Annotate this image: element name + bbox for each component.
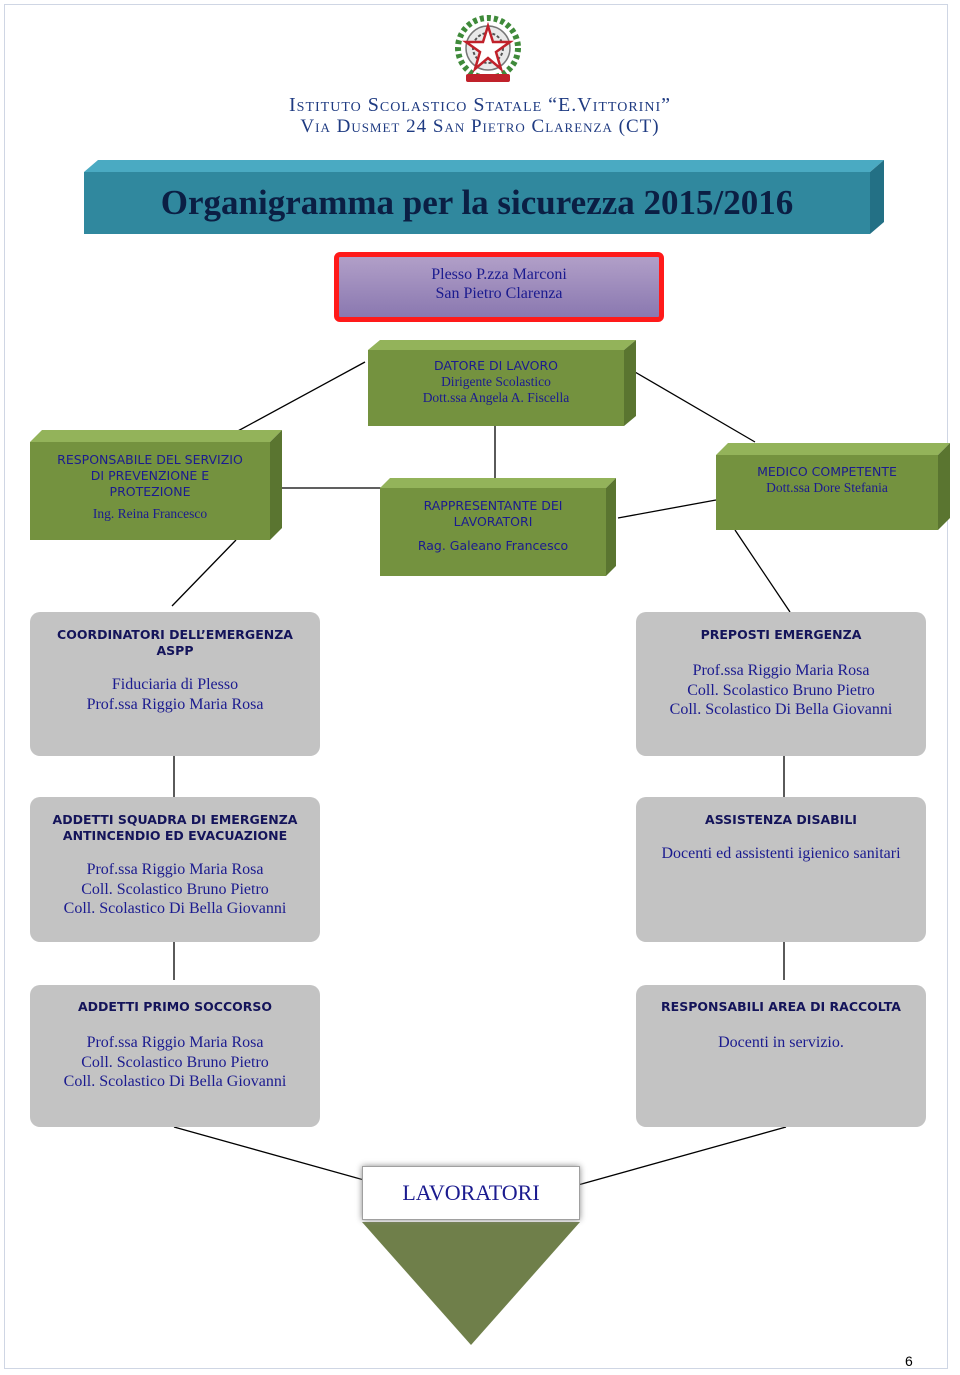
line-rls-medico	[617, 499, 717, 519]
rspp-name: Ing. Reina Francesco	[92, 506, 208, 521]
coordinatori-sub: ASPP	[156, 643, 194, 658]
preposti-name-2: Coll. Scolastico Bruno Pietro	[687, 681, 875, 699]
preposti-title: PREPOSTI EMERGENZA	[700, 627, 862, 642]
rls-box: RAPPRESENTANTE DEI LAVORATORI Rag. Galea…	[380, 488, 606, 576]
datore-role: Dirigente Scolastico	[441, 374, 551, 389]
line-datore-medico	[634, 371, 756, 443]
lavoratori-box: LAVORATORI	[362, 1166, 580, 1220]
rls-title-2: LAVORATORI	[453, 514, 533, 529]
squadra-name-1: Prof.ssa Riggio Maria Rosa	[86, 861, 264, 878]
plesso-line1: Plesso P.zza Marconi	[431, 266, 567, 283]
preposti-box: PREPOSTI EMERGENZA Prof.ssa Riggio Maria…	[636, 612, 926, 756]
rspp-box: RESPONSABILE DEL SERVIZIO DI PREVENZIONE…	[30, 442, 270, 540]
rls-title-1: RAPPRESENTANTE DEI	[423, 498, 563, 513]
soccorso-title: ADDETTI PRIMO SOCCORSO	[77, 999, 273, 1014]
squadra-title-1: ADDETTI SQUADRA DI EMERGENZA	[52, 812, 298, 827]
soccorso-box: ADDETTI PRIMO SOCCORSO Prof.ssa Riggio M…	[30, 985, 320, 1127]
rspp-title-1: RESPONSABILE DEL SERVIZIO	[57, 452, 243, 467]
preposti-name-3: Coll. Scolastico Di Bella Giovanni	[669, 701, 893, 718]
page-title: Organigramma per la sicurezza 2015/2016	[84, 172, 870, 234]
page-number: 6	[905, 1353, 913, 1369]
raccolta-text: Docenti in servizio.	[718, 1034, 844, 1051]
soccorso-name-2: Coll. Scolastico Bruno Pietro	[81, 1053, 269, 1071]
school-address: Via Dusmet 24 San Pietro Clarenza (CT)	[300, 116, 660, 137]
datore-bevel-top	[368, 340, 636, 350]
datore-name: Dott.ssa Angela A. Fiscella	[422, 390, 570, 405]
medico-bevel-side	[938, 443, 950, 530]
raccolta-box: RESPONSABILI AREA DI RACCOLTA Docenti in…	[636, 985, 926, 1127]
rspp-bevel-top	[30, 430, 282, 442]
plesso-box: Plesso P.zza Marconi San Pietro Clarenza	[334, 252, 664, 322]
squadra-name-2: Coll. Scolastico Bruno Pietro	[81, 880, 269, 898]
disabili-text: Docenti ed assistenti igienico sanitari	[661, 845, 901, 862]
coordinatori-line2: Prof.ssa Riggio Maria Rosa	[86, 695, 264, 713]
rls-name: Rag. Galeano Francesco	[417, 538, 569, 553]
line-datore-rspp	[235, 361, 366, 433]
rspp-title-3: PROTEZIONE	[109, 484, 191, 499]
rls-bevel-top	[380, 478, 616, 488]
line-medico-preposti	[734, 529, 791, 613]
line-raccolta-lavoratori	[577, 1126, 787, 1186]
republic-emblem-icon	[455, 15, 521, 82]
preposti-name-1: Prof.ssa Riggio Maria Rosa	[692, 662, 870, 679]
coordinatori-title: COORDINATORI DELL’EMERGENZA	[57, 627, 293, 642]
disabili-box: ASSISTENZA DISABILI Docenti ed assistent…	[636, 797, 926, 942]
squadra-title-2: ANTINCENDIO ED EVACUAZIONE	[62, 828, 288, 843]
rspp-title-2: DI PREVENZIONE E	[90, 468, 210, 483]
medico-name: Dott.ssa Dore Stefania	[766, 480, 888, 495]
school-name: Istituto Scolastico Statale “E.Vittorini…	[289, 94, 671, 116]
medico-title: MEDICO COMPETENTE	[757, 464, 897, 479]
rls-bevel-side	[606, 478, 616, 576]
coordinatori-box: COORDINATORI DELL’EMERGENZA ASPP Fiducia…	[30, 612, 320, 756]
coordinatori-line1: Fiduciaria di Plesso	[111, 676, 239, 693]
raccolta-title: RESPONSABILI AREA DI RACCOLTA	[661, 999, 901, 1014]
medico-box: MEDICO COMPETENTE Dott.ssa Dore Stefania	[716, 455, 938, 530]
plesso-line2: San Pietro Clarenza	[435, 285, 563, 302]
squadra-name-3: Coll. Scolastico Di Bella Giovanni	[63, 900, 287, 917]
datore-box: DATORE DI LAVORO Dirigente Scolastico Do…	[368, 350, 624, 426]
squadra-box: ADDETTI SQUADRA DI EMERGENZA ANTINCENDIO…	[30, 797, 320, 942]
soccorso-name-3: Coll. Scolastico Di Bella Giovanni	[63, 1073, 287, 1090]
title-bevel-top	[84, 160, 884, 172]
disabili-title: ASSISTENZA DISABILI	[705, 812, 857, 827]
line-soccorso-lavoratori	[173, 1126, 383, 1186]
rspp-bevel-side	[270, 430, 282, 540]
datore-bevel-side	[624, 340, 636, 426]
line-rspp-coordinatori	[171, 539, 237, 607]
title-bevel-side	[870, 160, 884, 234]
medico-bevel-top	[716, 443, 950, 455]
soccorso-name-1: Prof.ssa Riggio Maria Rosa	[86, 1034, 264, 1051]
page-frame	[4, 4, 948, 1369]
datore-title: DATORE DI LAVORO	[434, 358, 558, 373]
lavoratori-triangle	[362, 1222, 580, 1345]
